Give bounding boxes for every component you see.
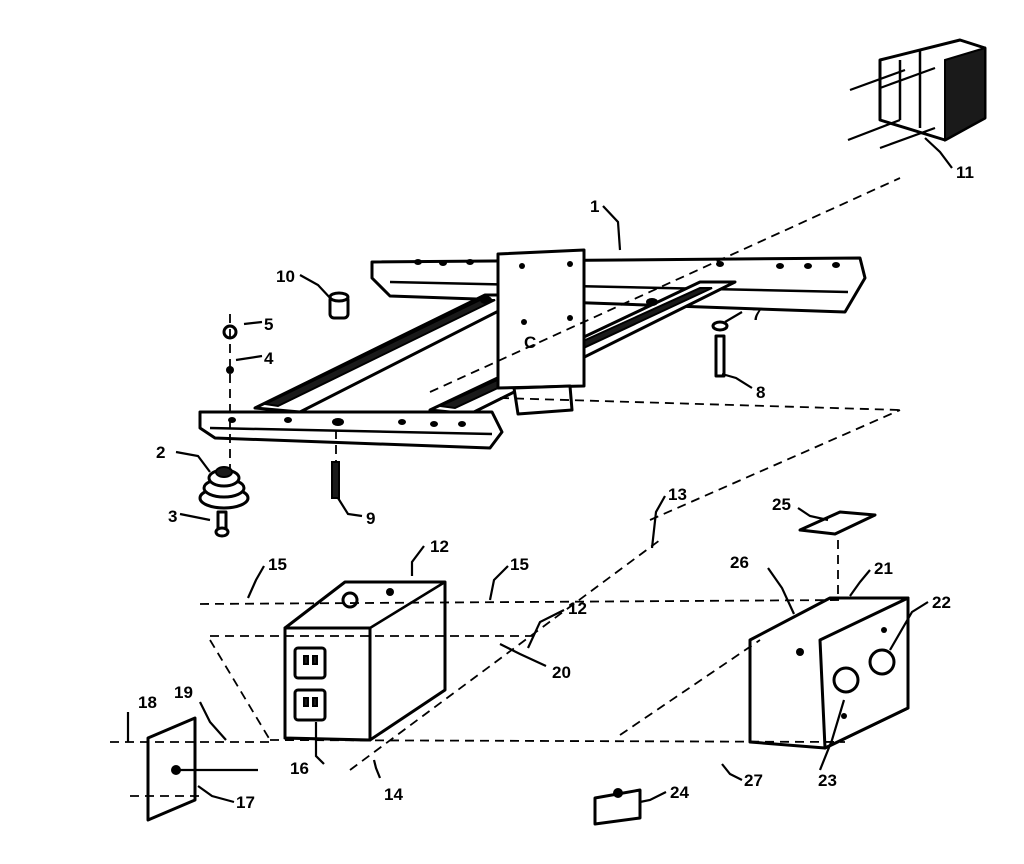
- plate-mark: C: [524, 333, 536, 352]
- callout-19: 19: [174, 683, 193, 702]
- callout-16: 16: [290, 759, 309, 778]
- callout-labels: 1 10 5 4 7 8 2 3 9 11 13 12 12 20 15 15 …: [138, 163, 974, 812]
- callout-leaders: [126, 137, 953, 804]
- callout-27: 27: [744, 771, 763, 790]
- callout-26: 26: [730, 553, 749, 572]
- callout-17: 17: [236, 793, 255, 812]
- callout-4: 4: [264, 349, 274, 368]
- callout-8: 8: [756, 383, 765, 402]
- callout-1: 1: [590, 197, 599, 216]
- callout-11: 11: [956, 163, 974, 182]
- mounting-frame: C: [198, 248, 867, 450]
- callout-15-mid: 15: [510, 555, 529, 574]
- callout-7: 7: [752, 305, 761, 324]
- callout-2: 2: [156, 443, 165, 462]
- callout-25: 25: [772, 495, 791, 514]
- callout-9: 9: [366, 509, 375, 528]
- receptacle-upper: [293, 646, 327, 680]
- callout-23: 23: [818, 771, 837, 790]
- mount-plate: [798, 510, 877, 536]
- callout-15-left: 15: [268, 555, 287, 574]
- right-enclosure: [748, 596, 910, 750]
- receptacle-lower: [293, 688, 327, 722]
- callout-20: 20: [552, 663, 571, 682]
- callout-3: 3: [168, 507, 177, 526]
- callout-12-top: 12: [430, 537, 449, 556]
- switch-box: [593, 788, 642, 826]
- callout-13: 13: [668, 485, 687, 504]
- callout-22: 22: [932, 593, 951, 612]
- callout-5: 5: [264, 315, 273, 334]
- top-hardware: [198, 291, 729, 538]
- callout-18: 18: [138, 693, 157, 712]
- callout-24: 24: [670, 783, 689, 802]
- callout-14: 14: [384, 785, 403, 804]
- callout-10: 10: [276, 267, 295, 286]
- motor-assembly: [847, 38, 987, 150]
- alignment-lines: [110, 177, 901, 797]
- callout-12-side: 12: [568, 599, 587, 618]
- cover-plate: [146, 716, 258, 822]
- frame-holes: [228, 259, 840, 427]
- junction-box: [283, 580, 447, 742]
- callout-21: 21: [874, 559, 893, 578]
